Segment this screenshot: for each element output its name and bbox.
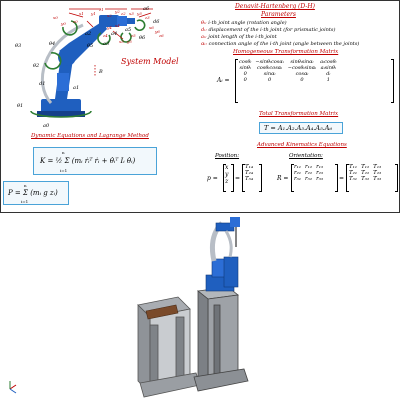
orientation-lhs: R = [277,175,289,182]
robot-3d-model [205,217,240,292]
kinetic-energy-box: K = ½ Σ (mᵢ ṙᵢᵀ ṙᵢ + θ̇ᵢᵀ Iᵢ θ̇ᵢ) n i=1 [33,147,157,175]
svg-text:z0: z0 [72,19,78,24]
dh-subtitle: Parameters [261,11,296,18]
system-model-label: System Model [121,57,179,66]
link-label-a2: a2 [85,31,91,37]
svg-text:y1: y1 [90,11,96,16]
workpiece [145,304,179,320]
link-label-a6: a6 [143,6,150,12]
equations-panel: a6 a5 a3 a2 a1 a0 a4 d1 d6 θ1 θ2 θ3 θ4 θ… [0,0,400,213]
svg-text:x0: x0 [53,15,58,20]
homogeneous-title: Homogeneous Transformation Matrix [233,49,339,55]
axis-gizmo [9,381,17,394]
pedestal-label: B [98,69,103,75]
matrix-lhs: Aᵢ = [217,77,230,84]
total-title: Total Transformation Matrix [259,111,339,117]
total-equation-box: T = A₁.A₂.A₃.A₄.A₅.A₆ [259,122,343,134]
svg-text:z3: z3 [144,15,150,20]
svg-text:z4: z4 [102,33,108,38]
svg-text:y3: y3 [136,11,142,16]
joint-label-theta2: θ2 [33,63,39,69]
link-label-a4: a4 [111,31,117,37]
svg-text:x5: x5 [119,39,124,44]
robot-base [41,99,81,113]
joint-label-theta5: θ5 [87,43,93,49]
orientation-label: Orientation: [289,153,323,159]
dh-title: Denavit-Hartenberg (D-H) [235,3,315,10]
link-label-a1: a1 [73,85,79,91]
svg-text:y2: y2 [114,9,120,14]
link-label-a0: a0 [43,123,50,129]
dh-param-d: dᵢ: displacement of the i-th joint (for … [201,27,336,33]
dim-label-d6: d6 [153,19,160,25]
simulation-3d-viewport[interactable] [0,213,400,400]
joint-label-theta1: θ1 [17,103,23,109]
joint-label-theta6: θ6 [139,35,146,41]
position-label: Position: [215,153,240,159]
dh-param-a: aᵢ: joint length of the i-th joint [201,34,277,40]
svg-text:x1: x1 [79,11,84,16]
coordinate-frame-axes [68,8,153,77]
svg-text:y4: y4 [106,25,112,30]
joint-label-theta4: θ4 [49,41,55,47]
joint-rotation-arrows [30,19,146,118]
dh-param-theta: θᵢ: i-th joint angle (rotation angle) [201,20,287,26]
svg-text:x4: x4 [115,23,120,28]
link-label-a3: a3 [103,41,109,47]
dim-label-d1: d1 [39,81,45,87]
svg-text:z2: z2 [120,11,126,16]
robot-3d-scene [9,217,249,398]
svg-text:x2: x2 [107,13,112,18]
svg-text:z1: z1 [98,7,104,12]
position-lhs: p = [207,175,218,182]
dynamics-title: Dynamic Equations and Lagrange Method [31,133,149,139]
joint-label-theta3: θ3 [15,43,21,49]
svg-text:y6: y6 [154,29,160,34]
axis-labels: x0 y0 z0 x1 y1 z1 x2 y2 z2 x3 y3 z3 x4 y… [53,7,164,44]
link-label-a5: a5 [125,27,131,33]
robot-upper-arm [59,21,107,61]
svg-text:z6: z6 [158,33,164,38]
svg-text:x3: x3 [129,11,134,16]
kinematics-title: Advanced Kinematics Equations [257,142,347,148]
robot-wrist [117,16,127,26]
robot-system-model-diagram: a6 a5 a3 a2 a1 a0 a4 d1 d6 θ1 θ2 θ3 θ4 θ… [15,6,164,129]
robot-pedestal [193,286,249,392]
svg-text:x6: x6 [149,25,154,30]
svg-text:z5: z5 [130,33,136,38]
svg-text:y0: y0 [60,21,66,26]
svg-text:y5: y5 [126,39,132,44]
potential-energy-box: P = Σ (mᵢ g zᵢ) n i=1 [3,181,69,205]
work-table [137,296,201,398]
dh-param-alpha: αᵢ: connection angle of the i-th joint (… [201,41,360,47]
